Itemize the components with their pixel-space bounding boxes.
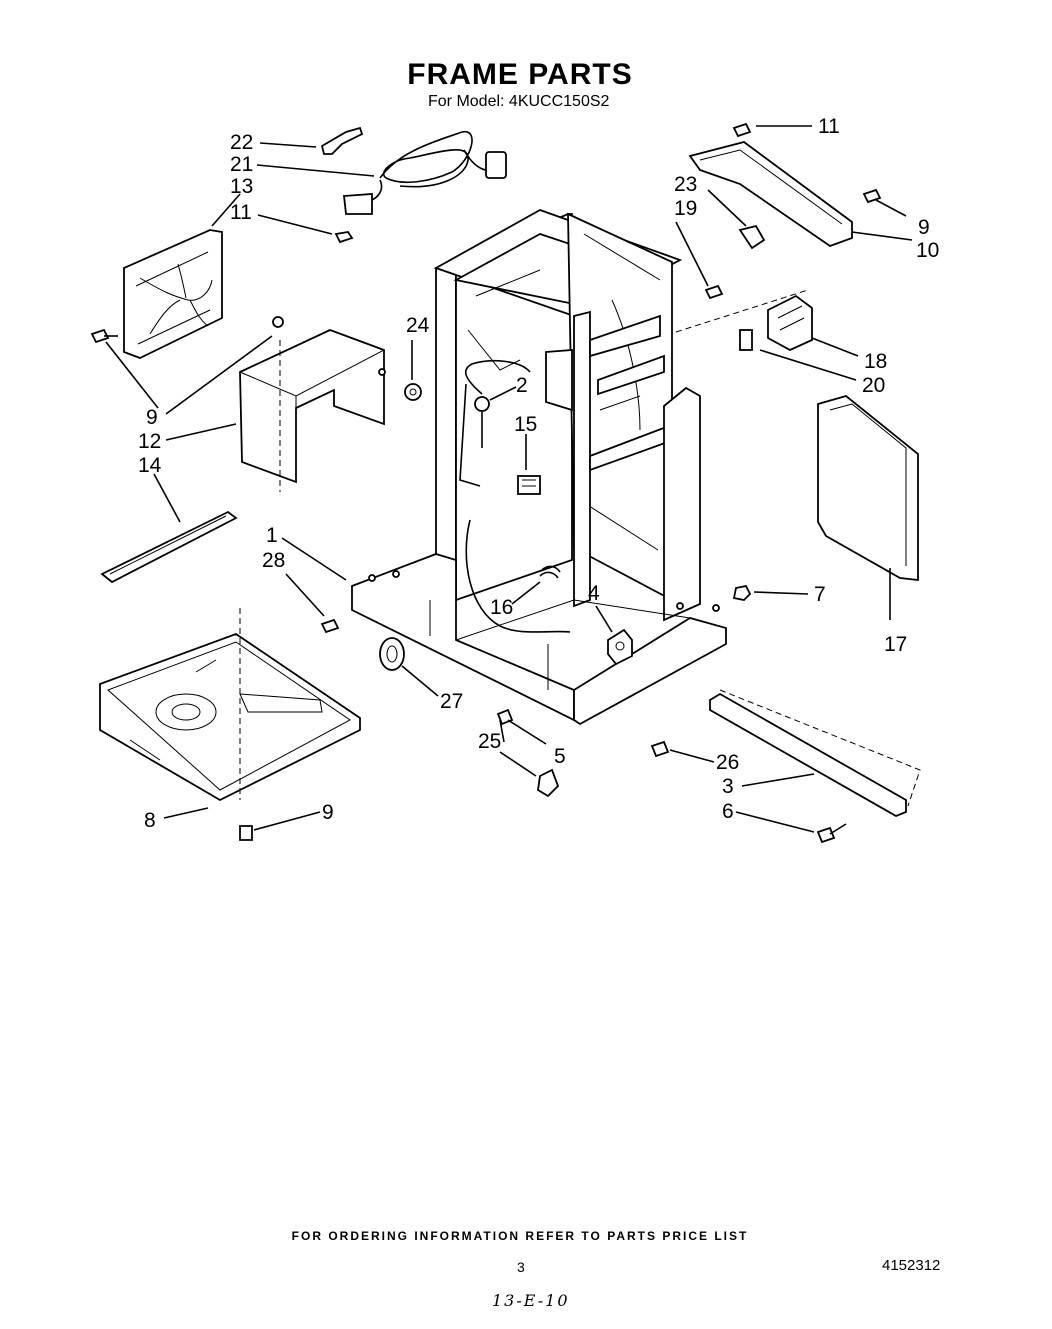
part-22-clip	[320, 126, 364, 155]
model-subtitle: For Model: 4KUCC150S2	[428, 93, 610, 110]
part-25-leg	[537, 768, 560, 798]
callout-28: 28	[262, 549, 285, 572]
part-2-socket	[459, 359, 531, 487]
callout-9-right: 9	[918, 216, 930, 239]
part-18-switch-bracket	[675, 289, 813, 352]
part-19-screw	[704, 284, 724, 300]
callout-11-left: 11	[230, 201, 252, 224]
part-21-power-cord	[343, 131, 507, 215]
callout-27: 27	[440, 690, 463, 713]
part-4-terminal	[607, 628, 633, 666]
callout-13: 13	[230, 175, 253, 198]
part-13-rear-panel	[123, 229, 223, 359]
callout-14: 14	[138, 454, 162, 477]
ordering-info-note: FOR ORDERING INFORMATION REFER TO PARTS …	[291, 1229, 749, 1243]
part-11-screw-left	[334, 231, 354, 244]
callout-9-left: 9	[146, 406, 158, 429]
part-14-strip	[100, 510, 238, 584]
part-10-bracket	[688, 141, 853, 248]
callout-24: 24	[406, 314, 430, 337]
part-26-screw	[650, 740, 670, 758]
callout-18: 18	[864, 350, 887, 373]
part-3-rail	[709, 689, 921, 817]
page-title: FRAME PARTS	[407, 58, 633, 91]
callout-4: 4	[588, 582, 600, 605]
callout-6: 6	[722, 800, 734, 823]
part-16-clip	[465, 519, 571, 633]
callout-11-right: 11	[818, 115, 840, 138]
callout-21: 21	[230, 153, 253, 176]
part-24-grommet	[404, 383, 422, 401]
callout-9-bottom: 9	[322, 801, 334, 824]
part-9-screw-left	[90, 328, 118, 344]
callout-1: 1	[266, 524, 278, 547]
callout-26: 26	[716, 751, 739, 774]
callout-10: 10	[916, 239, 939, 262]
leader-lines	[105, 125, 913, 833]
callout-22: 22	[230, 131, 253, 154]
callout-20: 20	[862, 374, 885, 397]
part-9-screw-right	[862, 188, 882, 204]
callout-12: 12	[138, 430, 161, 453]
part-9-screw-bottom	[239, 825, 253, 841]
callout-23: 23	[674, 173, 697, 196]
callout-2: 2	[516, 374, 528, 397]
callout-7: 7	[814, 583, 826, 606]
part-17-door-panel	[817, 395, 919, 582]
part-15-switch	[517, 475, 541, 495]
callout-5: 5	[554, 745, 566, 768]
part-6-screw	[816, 823, 847, 844]
part-12-cover	[239, 316, 386, 492]
part-28-screw	[320, 618, 340, 634]
callout-15: 15	[514, 413, 537, 436]
callout-16: 16	[490, 596, 513, 619]
callout-17: 17	[884, 633, 907, 656]
callout-25: 25	[478, 730, 501, 753]
part-1-cabinet-frame	[351, 209, 727, 726]
callout-labels: 22 21 13 11 9 12 14 24 2 15 1 28 16 4 27…	[138, 115, 939, 832]
part-11-screw-right	[732, 122, 752, 138]
document-number: 4152312	[882, 1257, 941, 1274]
part-7-nut	[732, 584, 752, 601]
part-8-base-pan	[99, 608, 361, 802]
callout-8: 8	[144, 809, 156, 832]
part-27-drain-fitting	[379, 637, 405, 671]
callout-19: 19	[674, 197, 697, 220]
handwritten-note: 13-E-10	[492, 1291, 570, 1310]
part-20-plate	[739, 329, 753, 351]
page-number: 3	[517, 1259, 525, 1275]
part-23-fastener	[738, 224, 766, 250]
callout-3: 3	[722, 775, 734, 798]
